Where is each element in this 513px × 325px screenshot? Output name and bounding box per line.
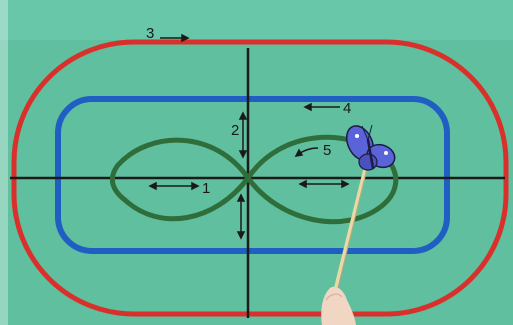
arrow-2: [238, 111, 248, 159]
hand: [321, 286, 356, 325]
label-3: 3: [146, 25, 154, 42]
pointer-stick-shade: [334, 151, 372, 301]
arrow-5: [294, 147, 319, 157]
figure-eight-right-loop: [244, 134, 399, 225]
label-2: 2: [231, 122, 239, 139]
arrow-right-axis: [298, 179, 350, 189]
inner-track: [55, 96, 450, 254]
arrow-1: [148, 181, 200, 191]
label-1: 1: [202, 180, 210, 197]
label-5: 5: [323, 142, 331, 159]
board-left-edge: [0, 0, 8, 325]
arrow-3: [160, 33, 190, 43]
board-top-shade: [0, 0, 513, 40]
label-4: 4: [343, 100, 351, 117]
figure-eight-left-loop: [109, 137, 252, 222]
pointer-stick: [331, 148, 372, 302]
arrow-down: [236, 193, 246, 240]
butterfly-pointer: [345, 124, 396, 171]
arrow-4: [303, 102, 340, 112]
